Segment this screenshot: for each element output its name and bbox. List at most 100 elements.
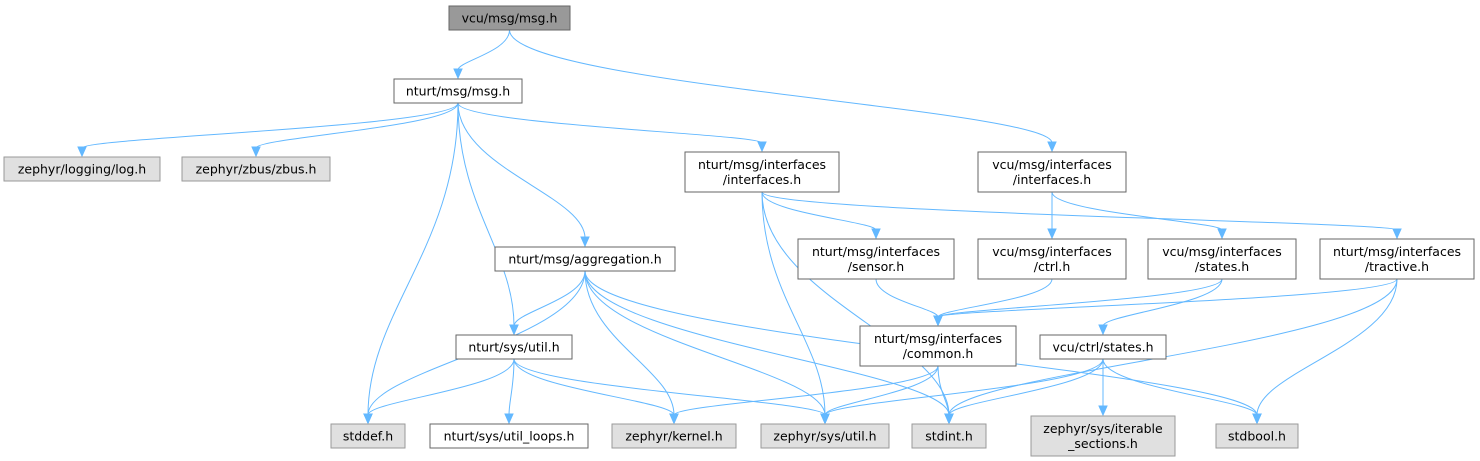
- edge-arrowhead: [1098, 324, 1108, 336]
- edge-line: [584, 270, 950, 416]
- edge-line: [673, 365, 939, 416]
- node-label-line: /ctrl.h: [1034, 259, 1071, 274]
- edge-line: [457, 102, 763, 144]
- edge-nturt-msg-aggregation-h-to-zephyr-sys-util-h: [584, 270, 830, 425]
- edge-arrowhead: [509, 324, 519, 336]
- edge-nturt-sys-util-h-to-zephyr-sys-util-h: [513, 358, 830, 425]
- node-label-line: nturt/msg/interfaces: [698, 157, 826, 172]
- node-label-line: vcu/msg/interfaces: [992, 157, 1112, 172]
- edge-vcu-ctrl-states-h-to-zephyr-sys-util-h: [820, 358, 1104, 425]
- node-label-line: /interfaces.h: [1013, 172, 1091, 187]
- node-label-line: nturt/msg/interfaces: [1333, 244, 1461, 259]
- node-label-line: /common.h: [903, 346, 974, 361]
- node-zephyr-sys-util-h: zephyr/sys/util.h: [760, 423, 890, 449]
- node-box: [797, 238, 955, 280]
- node-label-line: _sections.h: [1067, 436, 1138, 451]
- nodes-layer: vcu/msg/msg.h nturt/msg/msg.h zephyr/loggi…: [3, 5, 1475, 457]
- node-label-line: /states.h: [1195, 259, 1249, 274]
- node-zephyr-sys-iterable-sections-h: zephyr/sys/iterable_sections.h: [1030, 415, 1176, 457]
- node-label-line: zephyr/kernel.h: [625, 429, 722, 444]
- edge-vcu-ctrl-states-h-to-zephyr-sys-iterable-sections-h: [1098, 359, 1108, 417]
- node-label-line: zephyr/zbus/zbus.h: [196, 162, 317, 177]
- edge-nturt-sys-util-h-to-stddef-h: [363, 358, 515, 425]
- edge-line: [937, 365, 950, 416]
- edge-nturt-msg-interfaces-interfaces-h-to-zephyr-sys-util-h: [761, 191, 830, 425]
- edge-arrowhead: [453, 68, 463, 80]
- edge-line: [584, 270, 826, 416]
- edge-arrowhead: [363, 413, 373, 425]
- edge-nturt-msg-interfaces-tractive-h-to-stdbool-h: [1252, 278, 1398, 425]
- node-nturt-sys-util-loops-h[interactable]: nturt/sys/util_loops.h: [429, 423, 589, 449]
- edge-arrowhead: [871, 228, 881, 240]
- edge-line: [937, 278, 1398, 318]
- edge-line: [255, 102, 459, 149]
- edge-line: [937, 278, 1223, 318]
- node-box: [455, 334, 573, 360]
- node-vcu-msg-interfaces-states-h[interactable]: vcu/msg/interfaces/states.h: [1147, 238, 1297, 280]
- edge-line: [948, 358, 1104, 416]
- edge-vcu-msg-interfaces-ctrl-h-to-nturt-msg-interfaces-common-h: [933, 278, 1053, 327]
- edge-line: [937, 278, 1053, 318]
- edge-nturt-msg-interfaces-common-h-to-zephyr-sys-util-h: [820, 365, 939, 425]
- node-label-line: zephyr/logging/log.h: [18, 162, 146, 177]
- edge-nturt-msg-interfaces-interfaces-h-to-stdint-h: [761, 191, 954, 425]
- edge-arrowhead: [77, 146, 87, 158]
- node-nturt-msg-interfaces-interfaces-h[interactable]: nturt/msg/interfaces/interfaces.h: [684, 151, 840, 193]
- edge-line: [824, 365, 939, 416]
- node-nturt-msg-aggregation-h[interactable]: nturt/msg/aggregation.h: [494, 246, 676, 272]
- edge-line: [948, 278, 1398, 416]
- node-nturt-msg-msg-h[interactable]: nturt/msg/msg.h: [393, 78, 523, 104]
- node-nturt-msg-interfaces-tractive-h[interactable]: nturt/msg/interfaces/tractive.h: [1319, 238, 1475, 280]
- node-box: [1039, 334, 1167, 360]
- edge-arrowhead: [1047, 228, 1057, 240]
- node-label-line: nturt/msg/interfaces: [874, 331, 1002, 346]
- node-label-line: nturt/sys/util_loops.h: [444, 429, 575, 444]
- node-box: [684, 151, 840, 193]
- edge-arrowhead: [1392, 228, 1402, 240]
- node-label-line: zephyr/sys/util.h: [773, 429, 876, 444]
- edge-line: [1256, 278, 1398, 416]
- edge-line: [761, 191, 1398, 231]
- edge-nturt-msg-msg-h-to-nturt-msg-interfaces-interfaces-h: [457, 102, 767, 153]
- node-box: [448, 5, 571, 31]
- node-label-line: /sensor.h: [848, 259, 904, 274]
- node-stdbool-h: stdbool.h: [1215, 423, 1299, 449]
- node-label-line: vcu/ctrl/states.h: [1052, 340, 1153, 355]
- edge-line: [367, 102, 459, 416]
- edge-vcu-msg-interfaces-states-h-to-vcu-ctrl-states-h: [1098, 278, 1223, 336]
- edge-vcu-msg-msg-h-to-nturt-msg-msg-h: [453, 29, 510, 80]
- edge-line: [1102, 358, 1258, 416]
- edge-arrowhead: [1217, 228, 1227, 240]
- node-label-line: nturt/sys/util.h: [468, 340, 559, 355]
- edge-line: [761, 191, 950, 416]
- node-nturt-msg-interfaces-common-h[interactable]: nturt/msg/interfaces/common.h: [859, 325, 1017, 367]
- node-vcu-msg-interfaces-ctrl-h[interactable]: vcu/msg/interfaces/ctrl.h: [977, 238, 1127, 280]
- edge-line: [508, 358, 515, 416]
- edge-nturt-msg-msg-h-to-nturt-sys-util-h: [457, 102, 519, 336]
- edge-arrowhead: [669, 413, 679, 425]
- node-label-line: /tractive.h: [1365, 259, 1429, 274]
- node-box: [859, 325, 1017, 367]
- edge-nturt-msg-interfaces-interfaces-h-to-nturt-msg-interfaces-tractive-h: [761, 191, 1402, 240]
- edge-vcu-msg-interfaces-interfaces-h-to-vcu-msg-interfaces-ctrl-h: [1047, 192, 1057, 240]
- node-label-line: stddef.h: [343, 429, 393, 444]
- edge-nturt-msg-interfaces-interfaces-h-to-nturt-msg-interfaces-sensor-h: [761, 191, 881, 240]
- node-box: [760, 423, 890, 449]
- edge-line: [824, 358, 1104, 416]
- edge-arrowhead: [1098, 405, 1108, 417]
- node-box: [1147, 238, 1297, 280]
- edge-vcu-ctrl-states-h-to-stdbool-h: [1102, 358, 1262, 425]
- node-label-line: vcu/msg/interfaces: [992, 244, 1112, 259]
- node-zephyr-zbus-zbus-h: zephyr/zbus/zbus.h: [181, 156, 331, 182]
- edge-line: [509, 29, 1053, 144]
- edge-line: [457, 29, 510, 71]
- edge-line: [875, 278, 939, 318]
- node-nturt-msg-interfaces-sensor-h[interactable]: nturt/msg/interfaces/sensor.h: [797, 238, 955, 280]
- edge-line: [761, 191, 826, 416]
- node-label-line: vcu/msg/msg.h: [462, 11, 558, 26]
- node-box: [1319, 238, 1475, 280]
- node-zephyr-logging-log-h: zephyr/logging/log.h: [3, 156, 161, 182]
- node-nturt-sys-util-h[interactable]: nturt/sys/util.h: [455, 334, 573, 360]
- node-vcu-msg-interfaces-interfaces-h[interactable]: vcu/msg/interfaces/interfaces.h: [977, 151, 1127, 193]
- node-vcu-ctrl-states-h[interactable]: vcu/ctrl/states.h: [1039, 334, 1167, 360]
